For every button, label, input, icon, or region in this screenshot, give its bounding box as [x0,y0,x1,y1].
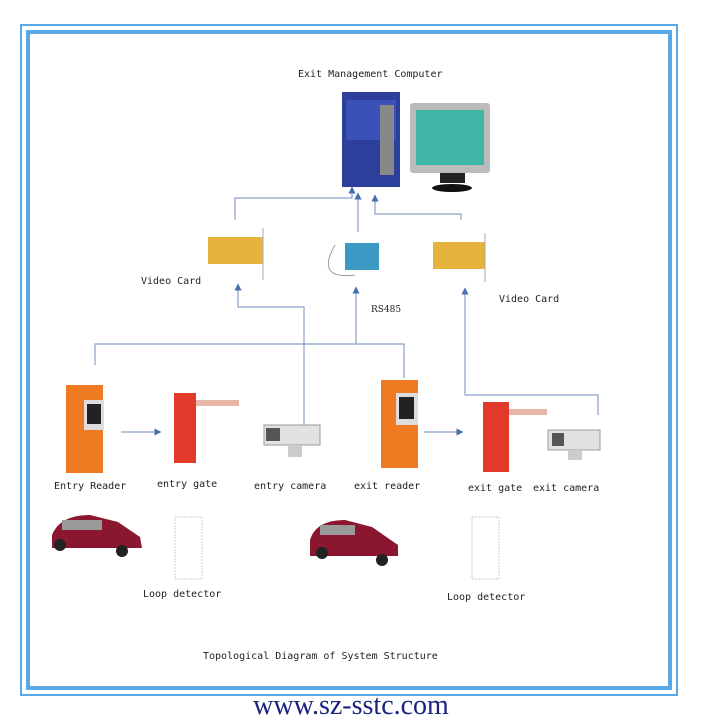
entry-reader-icon [66,385,104,473]
entry-camera-icon [263,424,321,457]
loop-detector-left-label: Loop detector [143,589,222,600]
video-card-right-label: Video Card [499,294,560,305]
computer-label: Exit Management Computer [298,69,443,80]
rs485-card-icon [327,243,379,277]
loop-detector-right-label: Loop detector [447,592,526,603]
entry-gate-label: entry gate [157,479,218,490]
exit-gate-label: exit gate [468,483,523,494]
diagram-caption: Topological Diagram of System Structure [203,651,438,662]
van-left-icon [52,515,142,557]
video-card-left-label: Video Card [141,276,202,287]
video-card-right-icon [433,233,486,282]
exit-camera-label: exit camera [533,483,600,494]
exit-reader-label: exit reader [354,481,421,492]
entry-reader-label: Entry Reader [54,481,127,492]
rs485-label: RS485 [371,305,402,315]
video-card-left-icon [208,228,264,280]
loop-detector-right-icon [471,516,500,580]
website-footer[interactable]: www.sz-sstc.com [253,690,449,721]
van-right-icon [310,520,398,566]
loop-detector-left-icon [174,516,203,580]
entry-camera-label: entry camera [254,481,327,492]
computer-tower-icon [342,92,400,187]
exit-reader-icon [381,380,418,468]
exit-camera-icon [547,429,601,460]
exit-gate-icon [483,402,547,472]
monitor-icon [410,103,490,192]
connection-lines [94,186,599,436]
entry-gate-icon [174,393,239,463]
outer-frame [20,24,678,696]
